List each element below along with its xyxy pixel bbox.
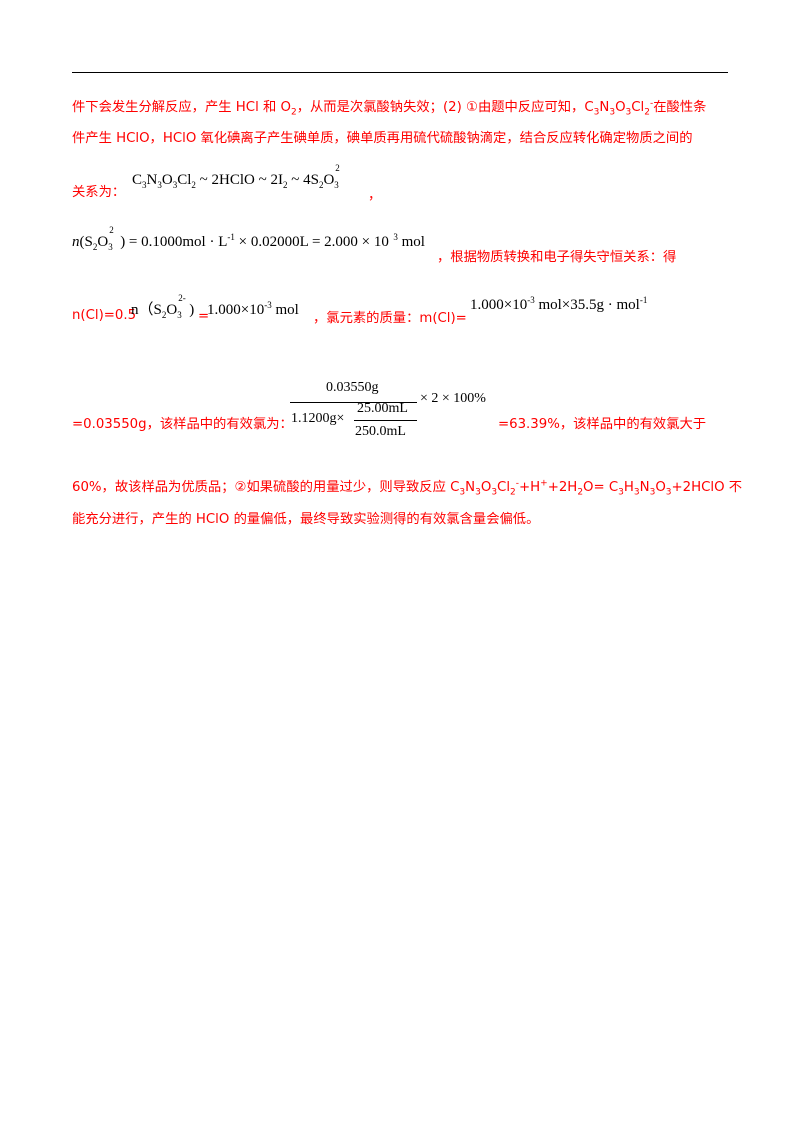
text-line-1: 件下会发生分解反应，产生 HCl 和 O2，从而是次氯酸钠失效；(2) ①由题中…: [72, 98, 707, 118]
text-line-conclusion-1: 60%，故该样品为优质品；②如果硫酸的用量过少，则导致反应 C3N3O3Cl2-…: [72, 478, 743, 498]
text-segment: 在酸性条: [653, 100, 707, 115]
text-segment: =: [198, 309, 210, 324]
text-segment: 60%，故该样品为优质品；②如果硫酸的用量过少，则导致反应 C: [72, 480, 460, 495]
fraction-numerator: 0.03550g: [326, 380, 379, 395]
mass-cl-formula: 1.000×10-3 mol×35.5g · mol-1: [470, 295, 648, 314]
text-segment: ，从而是次氯酸钠失效；(2) ①由题中反应可知，C: [296, 100, 594, 115]
mass-cl-result: =0.03550g，该样品中的有效氯为：: [72, 413, 293, 432]
text-segment: =0.03550g，该样品中的有效氯为：: [72, 417, 293, 432]
text-segment: 件下会发生分解反应，产生 HCl 和 O: [72, 100, 291, 115]
text-line-conservation: ，根据物质转换和电子得失守恒关系：得: [437, 246, 676, 265]
fraction-bar: [290, 402, 417, 403]
inner-fraction-top: 25.00mL: [357, 401, 408, 416]
header-rule: [72, 72, 728, 73]
text-segment: ，根据物质转换和电子得失守恒关系：得: [437, 250, 677, 265]
relation-label: 关系为：: [72, 181, 125, 200]
text-segment: +2HClO 不: [671, 480, 743, 495]
fraction-multiplier: × 2 × 100%: [420, 391, 486, 406]
text-segment: ，氯元素的质量：m(Cl)=: [313, 311, 467, 326]
inner-fraction-bottom: 250.0mL: [355, 424, 406, 439]
n-cl-label: n(Cl)=0.5: [72, 308, 136, 323]
text-segment: 关系为：: [72, 185, 126, 200]
text-line-2: 件产生 HClO，HClO 氧化碘离子产生碘单质，碘单质再用硫代硫酸钠滴定，结合…: [72, 127, 693, 146]
equals-sign: =: [198, 309, 209, 324]
text-segment: 件产生 HClO，HClO 氧化碘离子产生碘单质，碘单质再用硫代硫酸钠滴定，结合…: [72, 131, 693, 146]
text-segment: +2H: [547, 480, 578, 495]
text-line-conclusion-2: 能充分进行，产生的 HClO 的量偏低，最终导致实验测得的有效氯含量会偏低。: [72, 508, 539, 527]
mass-cl-label: ，氯元素的质量：m(Cl)=: [313, 307, 467, 326]
text-segment: 能充分进行，产生的 HClO 的量偏低，最终导致实验测得的有效氯含量会偏低。: [72, 512, 540, 527]
text-segment: 1.1200g: [291, 411, 337, 426]
text-segment: O= C: [583, 480, 619, 495]
text-segment: =63.39%，该样品中的有效氯大于: [498, 417, 707, 432]
text-segment: n(Cl)=0.5: [72, 308, 137, 323]
effective-chlorine-result: =63.39%，该样品中的有效氯大于: [498, 413, 706, 432]
n-cl-value: 1.000×10-3 mol: [207, 300, 299, 319]
fraction-denominator-mass: 1.1200g×: [291, 411, 345, 426]
inner-fraction-bar: [354, 420, 417, 421]
relation-comma: ，: [368, 184, 381, 203]
text-segment: ，: [368, 188, 382, 203]
